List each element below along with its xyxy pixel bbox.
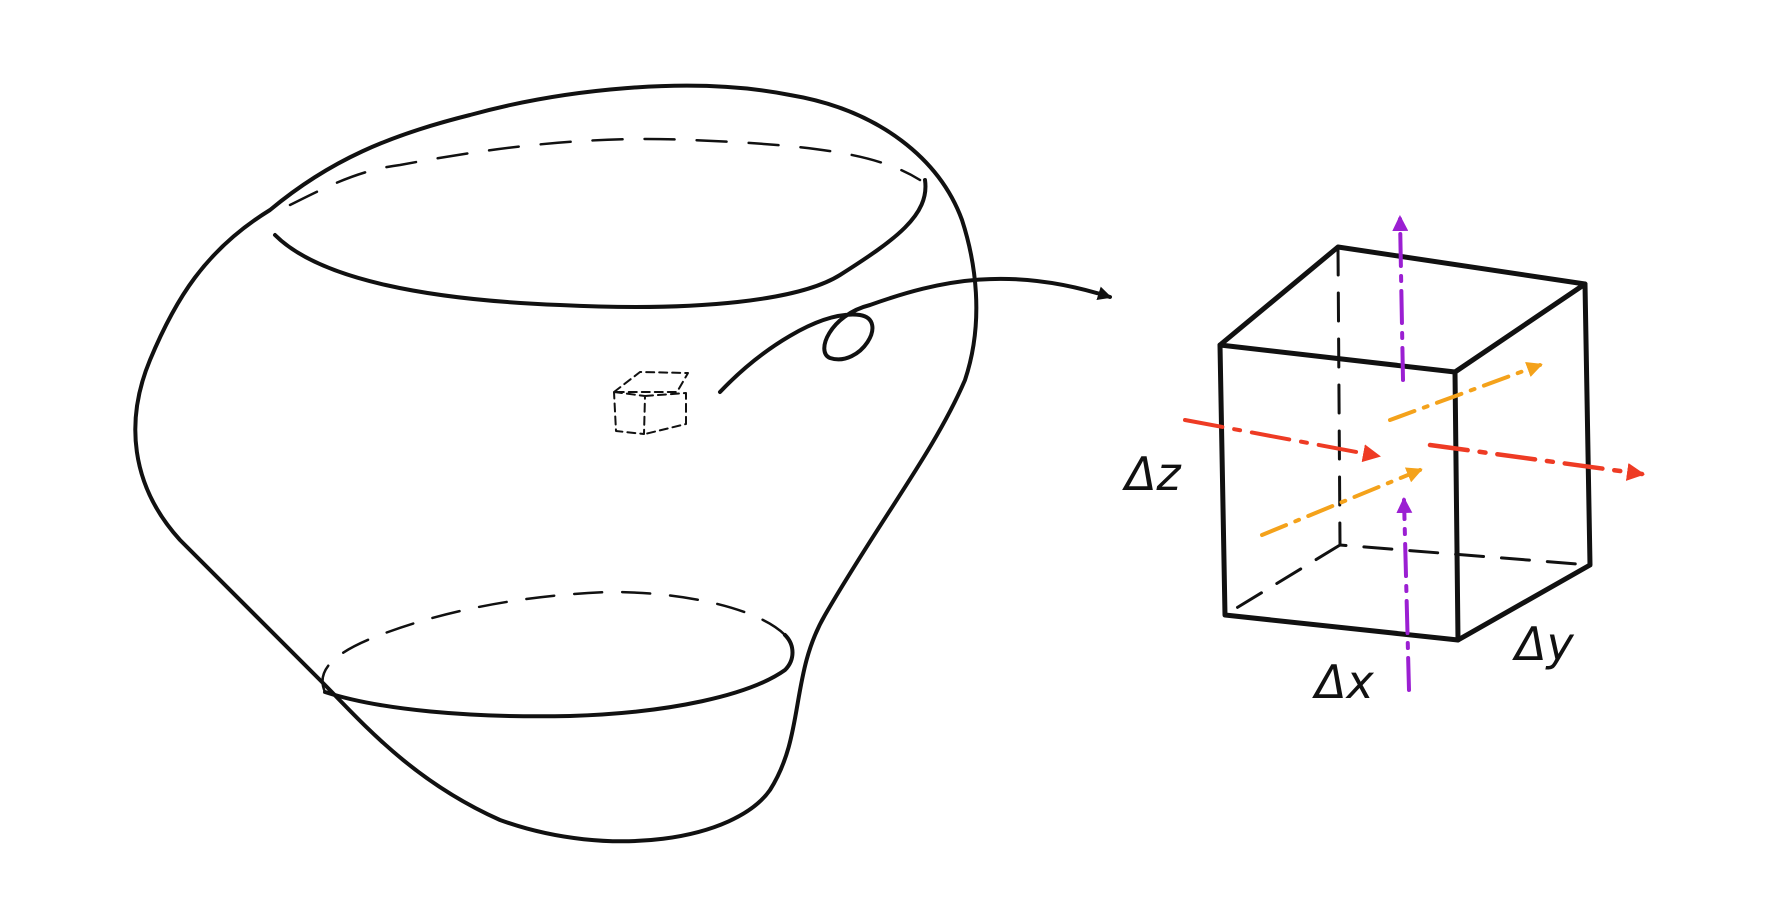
red-flux-arrow-out [1427,442,1645,481]
small-volume-element [613,371,689,435]
top-ellipse-front [273,178,928,309]
cube-top-face [1217,244,1588,375]
orange-flux-arrow-out [1388,361,1543,422]
small-cube-front [613,371,689,435]
bottom-ellipse-back [321,590,787,694]
cube-right-face [1455,281,1593,643]
cube-hidden-edges [1223,245,1592,617]
delta-x-label: Δx [1312,655,1374,709]
delta-y-label: Δy [1512,617,1574,671]
orange-flux-arrow [1260,467,1423,537]
purple-flux-arrow-out [1392,215,1409,382]
bottom-ellipse-front [323,633,795,719]
red-flux-arrow [1183,418,1381,463]
delta-z-label: Δz [1122,447,1181,501]
zoomed-cube: Δz Δx Δy [1122,215,1645,709]
zoom-arrow [718,276,1112,394]
irregular-volume [133,83,1112,844]
purple-flux-arrow [1396,497,1413,692]
volume-outline [133,83,979,844]
top-ellipse-back [288,137,922,207]
